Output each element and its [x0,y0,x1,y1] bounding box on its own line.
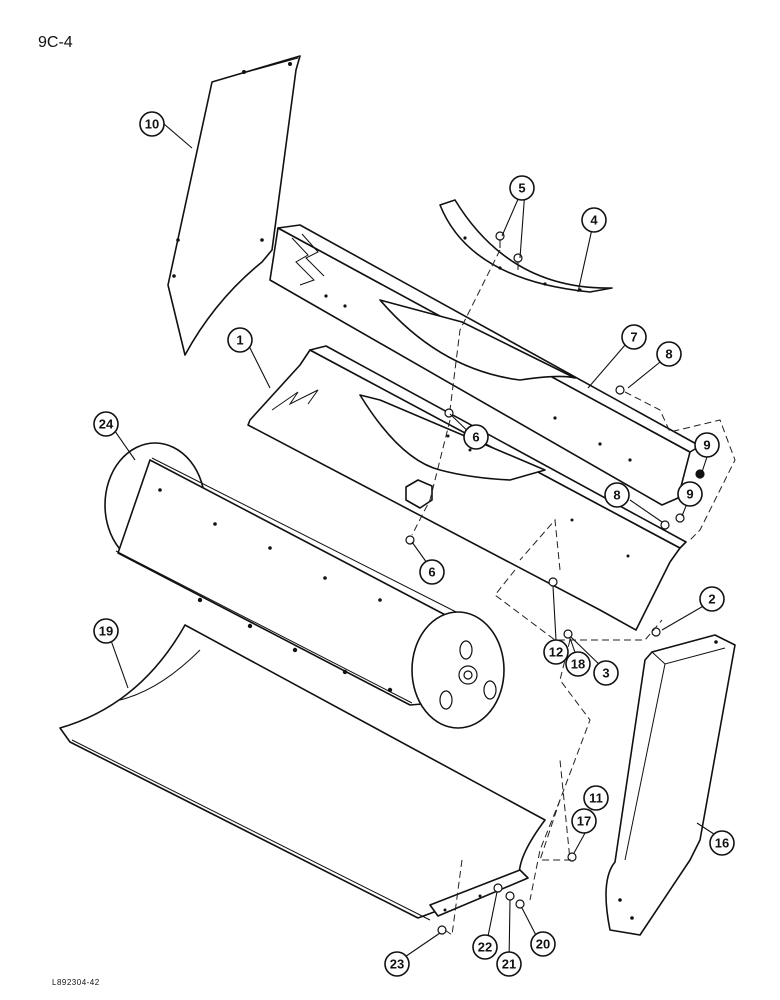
svg-text:7: 7 [630,330,637,345]
callout-4: 4 [581,207,607,233]
callout-2: 2 [699,586,725,612]
svg-text:9: 9 [703,438,710,453]
svg-text:18: 18 [571,657,585,672]
svg-text:22: 22 [478,940,492,955]
svg-text:24: 24 [99,417,114,432]
svg-text:17: 17 [577,814,591,829]
callout-17: 17 [571,808,597,834]
concave-pan-part-19 [59,624,546,921]
callout-19: 19 [93,618,119,644]
callout-7: 7 [621,324,647,350]
svg-text:8: 8 [613,488,620,503]
svg-text:10: 10 [145,117,159,132]
page-number: 9C-4 [38,34,73,51]
side-panel-part-10 [167,55,301,356]
svg-text:1: 1 [236,333,243,348]
callout-1: 1 [227,327,253,353]
callout-9a: 9 [694,432,720,458]
callout-9b: 9 [677,481,703,507]
svg-text:20: 20 [536,937,550,952]
svg-text:12: 12 [549,645,563,660]
svg-text:6: 6 [428,565,435,580]
svg-text:11: 11 [589,791,603,806]
drawing-code: L892304-42 [52,978,100,987]
callout-8a: 8 [656,341,682,367]
callout-6b: 6 [419,559,445,585]
curved-strip-part-4 [439,199,613,293]
callout-8b: 8 [604,482,630,508]
callout-6a: 6 [463,424,489,450]
svg-text:16: 16 [715,836,729,851]
svg-text:3: 3 [602,666,609,681]
callout-22: 22 [472,934,498,960]
callout-5: 5 [509,175,535,201]
svg-text:8: 8 [665,347,672,362]
callout-21: 21 [496,951,522,977]
svg-text:4: 4 [590,213,598,228]
svg-text:2: 2 [708,592,715,607]
drum-rotor-part-24 [104,442,505,729]
svg-text:19: 19 [99,624,113,639]
svg-text:6: 6 [472,430,479,445]
callout-23: 23 [384,951,410,977]
callout-11: 11 [583,785,609,811]
svg-text:5: 5 [518,181,525,196]
alignment-lines [411,249,736,936]
callout-10: 10 [139,111,165,137]
callout-3: 3 [593,660,619,686]
svg-text:9: 9 [686,487,693,502]
callout-20: 20 [530,931,556,957]
lower-channel-part-1 [247,345,687,631]
callout-12: 12 [543,639,569,665]
callout-18: 18 [565,651,591,677]
callout-24: 24 [93,411,119,437]
svg-text:23: 23 [390,957,404,972]
svg-text:21: 21 [502,957,516,972]
bracket-part-16 [605,634,736,936]
callout-16: 16 [709,830,735,856]
